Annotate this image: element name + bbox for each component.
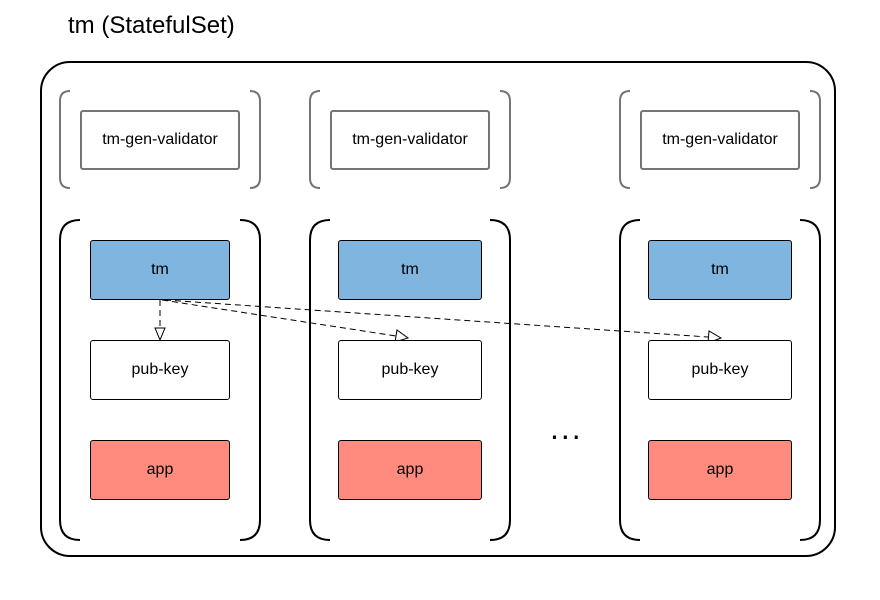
connection-line-3 (164, 299, 709, 338)
pod-bracket-right-3 (799, 219, 821, 541)
init-container-label: tm-gen-validator (352, 131, 468, 148)
init-bracket-left-1 (59, 90, 71, 189)
init-bracket-left-3 (619, 90, 631, 189)
init-bracket-right-1 (249, 90, 261, 189)
pub-key-label: pub-key (691, 361, 749, 378)
app-label: app (706, 461, 734, 478)
pod-bracket-right-2 (489, 219, 511, 541)
init-container-1: tm-gen-validator (80, 110, 240, 170)
init-bracket-right-2 (499, 90, 511, 189)
arrowhead-1 (154, 327, 166, 342)
pub-key-container-3: pub-key (648, 340, 792, 400)
more-replicas-ellipsis: ... (550, 410, 583, 446)
pub-key-container-2: pub-key (338, 340, 482, 400)
statefulset-container (40, 61, 836, 557)
statefulset-title: tm (StatefulSet) (68, 12, 235, 39)
connection-line-2 (161, 299, 397, 337)
pub-key-label: pub-key (131, 361, 189, 378)
app-label: app (146, 461, 174, 478)
tm-label: tm (401, 261, 419, 278)
init-container-3: tm-gen-validator (640, 110, 800, 170)
app-label: app (396, 461, 424, 478)
init-bracket-right-3 (809, 90, 821, 189)
app-container-2: app (338, 440, 482, 500)
init-bracket-left-2 (309, 90, 321, 189)
init-brackets (59, 90, 821, 189)
tm-container-3: tm (648, 240, 792, 300)
app-container-3: app (648, 440, 792, 500)
tm-label: tm (711, 261, 729, 278)
pod-bracket-left-1 (59, 219, 81, 541)
pod-bracket-right-1 (239, 219, 261, 541)
pod-bracket-left-3 (619, 219, 641, 541)
pod-brackets (59, 219, 821, 541)
dashed-connections (159, 299, 709, 338)
tm-container-2: tm (338, 240, 482, 300)
init-container-label: tm-gen-validator (662, 131, 778, 148)
tm-container-1: tm (90, 240, 230, 300)
pub-key-label: pub-key (381, 361, 439, 378)
app-container-1: app (90, 440, 230, 500)
init-container-label: tm-gen-validator (102, 131, 218, 148)
init-container-2: tm-gen-validator (330, 110, 490, 170)
tm-label: tm (151, 261, 169, 278)
pod-bracket-left-2 (309, 219, 331, 541)
pub-key-container-1: pub-key (90, 340, 230, 400)
